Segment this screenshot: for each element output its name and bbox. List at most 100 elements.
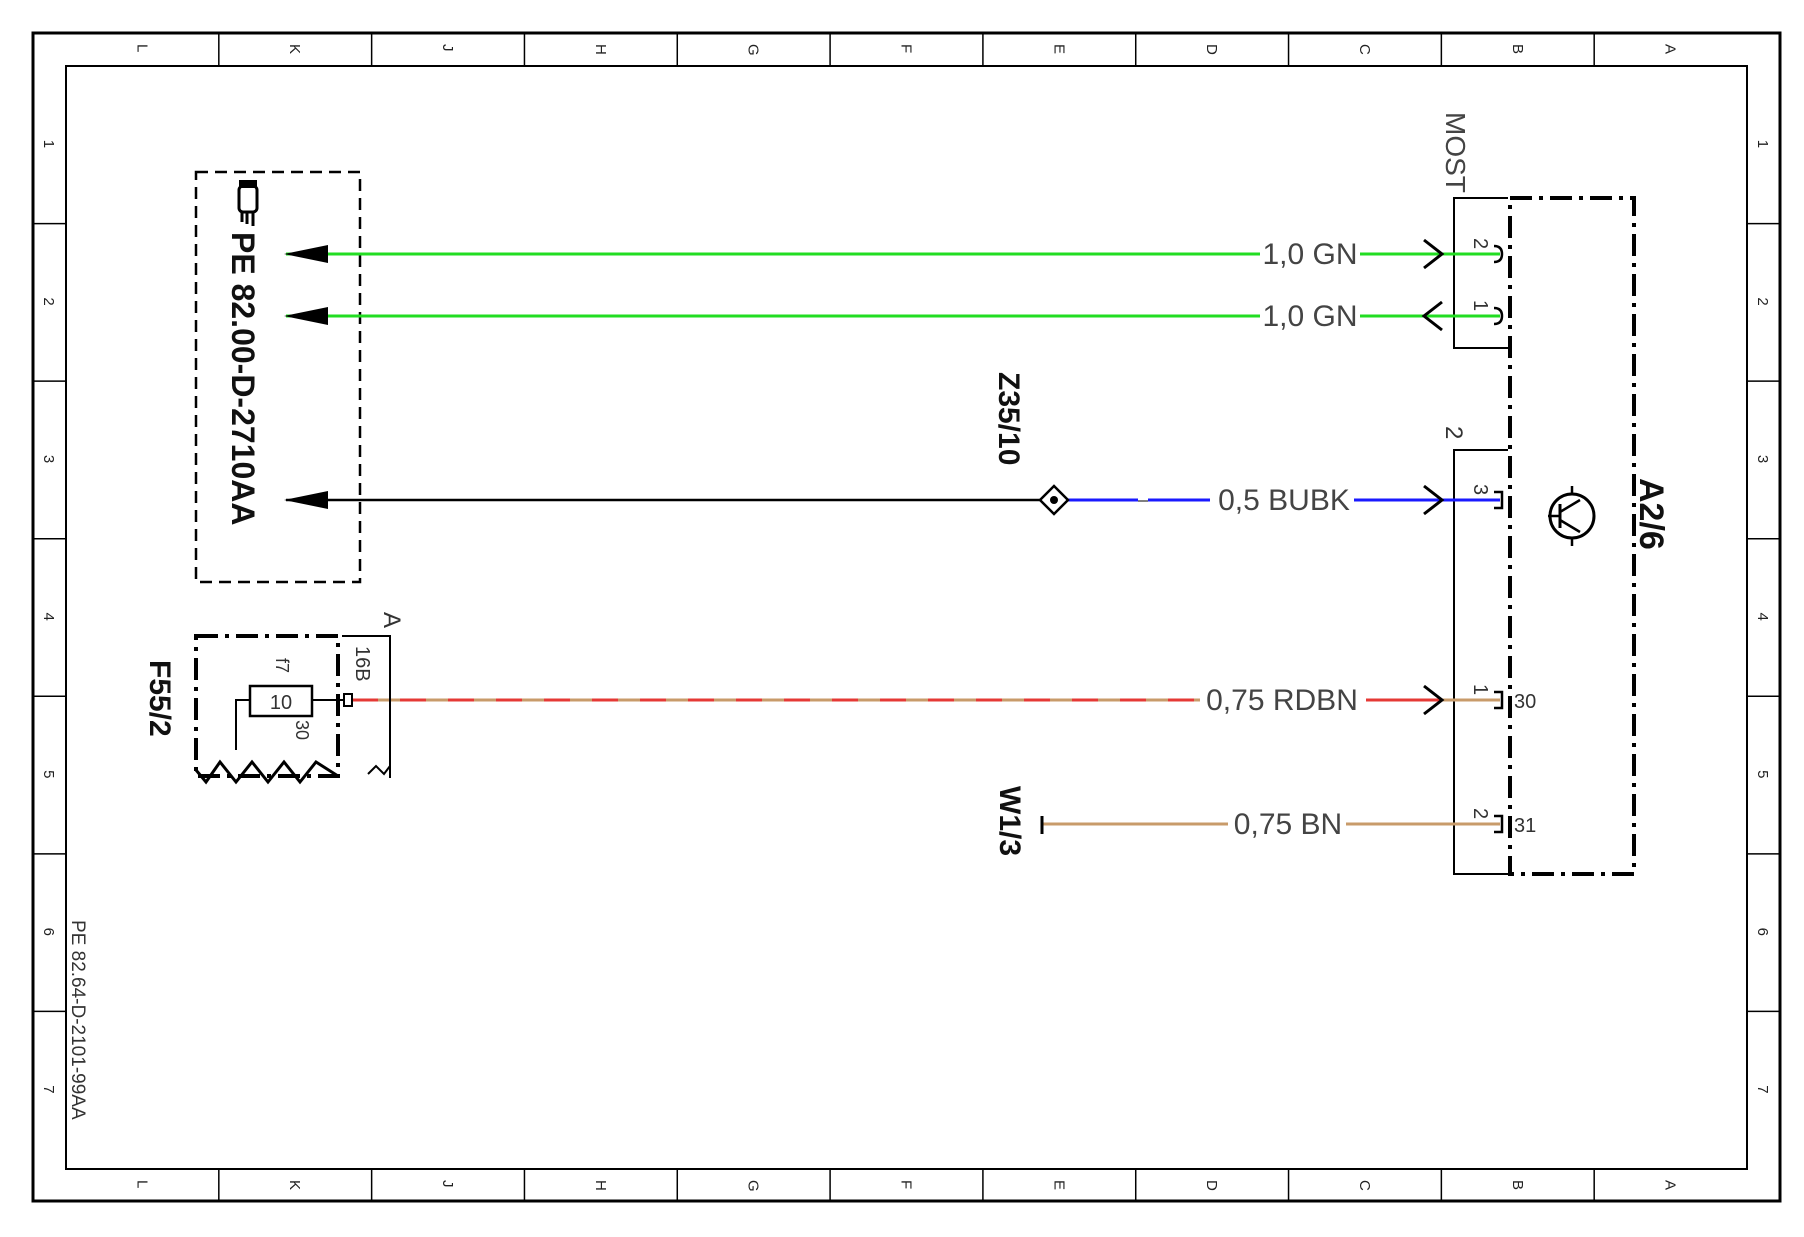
grid-column-label: G [745,1180,762,1192]
pin-terminal [1493,244,1504,264]
control-unit-label: A2/6 [1632,478,1670,550]
pointing-hand-icon [237,180,259,226]
grid-column-label: J [439,44,456,52]
grid-column-label: B [1509,44,1526,54]
grid-row-label: 3 [40,455,57,463]
grid-column-label: C [1356,44,1373,55]
terminal-number: 31 [1514,815,1536,837]
grid-column-label: E [1050,44,1067,54]
reference-box[interactable] [194,170,362,584]
grid-row-label: 7 [1754,1085,1771,1093]
grid-column-label: L [133,44,150,52]
grid-column-label: H [592,1180,609,1191]
arrow-head [284,245,328,263]
fuse-block-box[interactable] [194,634,340,778]
grid-column-label: L [133,1180,150,1188]
grid-row-label: 5 [1754,770,1771,778]
reference-box-label[interactable]: PE 82.00-D-2710AA [225,232,261,525]
grid-column-label: A [1662,44,1679,54]
grid-row-labels-right: 1 2 3 4 5 6 7 [1754,140,1771,1094]
wire-blue[interactable]: 0,5 BUBK 3 [284,484,1504,517]
pin-number: 2 [1469,238,1491,249]
fuse-connector-bracket [342,635,391,778]
pin-number: 1 [1469,300,1491,311]
grid-row-label: 4 [1754,613,1771,621]
most-connector-bracket [1453,197,1508,349]
pin-terminal [1493,306,1504,326]
pin-number: 3 [1469,484,1491,495]
arrow-head [284,307,328,325]
pin-number: 1 [1469,684,1491,695]
arrow-head [284,491,328,509]
fuse-pin: 30 [292,720,312,740]
splice-label: Z35/10 [992,372,1025,465]
grid-column-label: D [1203,44,1220,55]
grid-row-label: 7 [40,1085,57,1093]
grid-row-labels-left: 1 2 3 4 5 6 7 [40,140,57,1094]
grid-column-label: C [1356,1180,1373,1191]
grid-column-label: K [286,44,303,54]
wire-label[interactable]: 0,5 BUBK [1218,484,1350,517]
outer-frame [31,31,1782,1203]
grid-column-label: G [745,44,762,56]
pin-terminal [1494,814,1504,834]
grid-row-label: 1 [1754,140,1771,148]
control-unit-box[interactable] [1508,196,1636,876]
grid-row-label: 6 [40,928,57,936]
grid-column-label: F [898,1180,915,1189]
grid-column-label: E [1050,1180,1067,1190]
fuse-connector-pin-box [343,693,353,707]
grid-ticks [33,33,1780,1201]
grid-row-label: 3 [1754,455,1771,463]
inner-frame [65,65,1748,1170]
fuse-connector-label: A [378,612,405,628]
connector-2-label: 2 [1440,426,1467,439]
pin-number: 2 [1469,808,1491,819]
fuse-wiring [235,699,344,750]
grid-column-label: F [898,44,915,53]
connector-2-bracket [1453,449,1508,875]
fuse-rating: 10 [270,692,292,714]
grid-row-label: 1 [40,140,57,148]
fuse-name: f7 [272,658,292,673]
fuse-connector-pin: 16B [351,646,373,682]
splice-z35-10[interactable] [1038,484,1070,516]
connector-arrow [1421,300,1443,332]
fuse-connector-zigzag [367,764,391,776]
wire-label[interactable]: 0,75 RDBN [1206,684,1358,717]
wire-brown[interactable]: 0,75 BN 2 31 [1042,808,1536,841]
ground-label: W1/3 [993,786,1026,856]
connector-arrow [1423,238,1445,270]
fuse-block-zigzag [194,759,339,785]
grid-row-label: 6 [1754,928,1771,936]
wire-label[interactable]: 0,75 BN [1234,808,1342,841]
connector-arrow [1423,684,1445,716]
wire-label[interactable]: 1,0 GN [1262,300,1357,333]
wire-green-1[interactable]: 1,0 GN 2 [284,238,1504,271]
transistor-icon [1548,486,1596,546]
wire-red-brown[interactable]: 0,75 RDBN 1 30 [352,684,1536,717]
fuse-block-label: F55/2 [143,660,176,737]
pin-terminal [1494,690,1504,710]
connector-arrow [1423,484,1445,516]
grid-column-label: J [439,1180,456,1188]
grid-column-label: K [286,1180,303,1190]
wire-label[interactable]: 1,0 GN [1262,238,1357,271]
grid-column-label: A [1662,1180,1679,1190]
pin-terminal [1494,490,1504,510]
grid-row-label: 5 [40,770,57,778]
grid-column-label: D [1203,1180,1220,1191]
grid-column-label: B [1509,1180,1526,1190]
document-id: PE 82.64-D-2101-99AA [67,920,88,1120]
terminal-number: 30 [1514,691,1536,713]
wire-green-2[interactable]: 1,0 GN 1 [284,300,1504,333]
most-connector-label: MOST [1440,112,1471,193]
grid-row-label: 2 [1754,297,1771,305]
grid-row-label: 4 [40,613,57,621]
grid-row-label: 2 [40,297,57,305]
grid-column-label: H [592,44,609,55]
